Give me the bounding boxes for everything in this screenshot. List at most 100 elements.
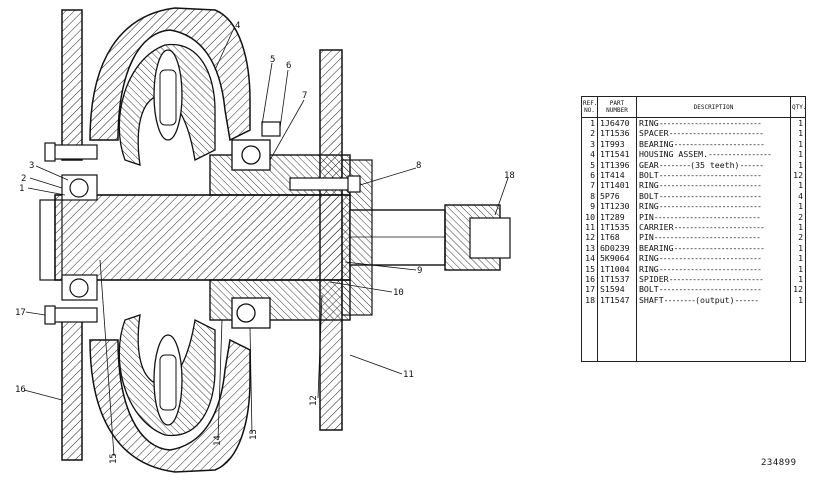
table-cell-qty: 1 [798,138,803,149]
callout-12: 12 [309,395,319,406]
leader-dots: -------- [658,159,691,170]
table-cell-qty: 1 [798,149,803,160]
table-cell-description: HOUSING ASSEM.---------------- [636,149,791,160]
header-description: DESCRIPTION [636,96,791,118]
table-cell-qty: 1 [798,118,803,129]
bolt-lower-left [44,305,98,325]
table-cell-ref: 9 [581,201,598,212]
table-cell-description: PIN--------------------------- [636,211,791,222]
callout-15: 15 [109,453,119,464]
header-ref-no: REF. NO. [581,96,598,118]
leader-dots: -------------------------- [658,263,762,274]
description-text: RING [639,201,659,212]
leader-dots: ------ [734,294,760,305]
table-cell-qty: 1 [798,180,803,191]
table-cell-part-number: 1T1004 [597,263,637,274]
leader-dots: ------------------------ [668,128,764,139]
callout-9: 9 [417,266,422,276]
table-cell-qty: 1 [798,201,803,212]
table-cell-qty: 1 [798,294,803,305]
callout-10: 10 [393,288,404,298]
callout-13: 13 [249,429,259,440]
table-cell-part-number: 5K9064 [597,253,637,264]
table-cell-part-number: 1T414 [597,169,637,181]
table-cell-ref: 17 [581,284,598,295]
table-cell-description: RING-------------------------- [636,117,791,129]
description-text: RING [639,180,659,191]
leader-dots: -------------------------- [658,170,762,181]
table-cell-part-number: 1T1547 [597,294,637,306]
description-note: (output) [695,294,735,305]
description-text: RING [639,253,659,264]
table-cell-qty: 1 [798,128,803,139]
blank-cell [597,305,637,362]
description-note: (35 teeth) [690,159,740,170]
drawing-number: 234899 [761,458,797,468]
table-cell-ref: 15 [581,263,598,274]
table-cell-ref: 6 [581,169,598,181]
table-cell-ref: 10 [581,211,598,222]
blank-cell [581,305,598,362]
table-cell-ref: 11 [581,221,598,233]
table-cell-ref: 14 [581,253,598,264]
callout-4: 4 [235,21,240,31]
table-cell-qty: 1 [798,242,803,253]
header-part-number: PART NUMBER [597,96,637,118]
table-cell-description: BEARING----------------------- [636,242,791,254]
table-cell-part-number: 1T1536 [597,128,637,139]
parts-table-header: REF. NO. PART NUMBER DESCRIPTION QTY. [581,96,806,118]
table-cell-ref: 8 [581,190,598,202]
table-cell-description: SPACER------------------------ [636,128,791,139]
housing-upper [89,7,251,166]
description-text: BOLT [639,170,659,181]
leader-dots: --------------------------- [653,211,761,222]
description-text: SPACER [639,128,669,139]
table-cell-qty: 12 [793,284,803,295]
description-text: PIN [639,232,654,243]
description-text: BOLT [639,190,659,201]
callout-18: 18 [504,171,515,181]
table-blank-space [581,305,806,362]
callout-leaders [23,27,509,457]
bolt-upper-left [44,142,98,162]
table-cell-qty: 2 [798,232,803,243]
table-cell-part-number: 1T1541 [597,149,637,160]
table-cell-ref: 13 [581,242,598,254]
leader-dots: -------------------------- [658,201,762,212]
table-cell-ref: 12 [581,232,598,243]
table-cell-description: RING-------------------------- [636,201,791,212]
table-cell-ref: 18 [581,294,598,306]
callout-3: 3 [29,161,34,171]
callout-1: 1 [19,184,24,194]
leader-dots: ---------------- [708,149,772,160]
callout-17: 17 [15,308,26,318]
table-cell-qty: 1 [798,273,803,284]
bearing-lower [231,297,271,329]
table-cell-description: GEAR--------(35 teeth)------ [636,159,791,170]
description-text: CARRIER [639,222,674,232]
table-cell-ref: 4 [581,149,598,160]
table-cell-qty: 4 [798,190,803,201]
callout-labels: 1 2 3 4 5 6 7 8 9 10 11 12 13 14 15 16 1… [15,21,515,464]
leader-dots: ----------------------- [673,222,765,232]
callout-2: 2 [21,174,26,184]
table-cell-ref: 3 [581,138,598,150]
leader-dots: -------- [663,294,696,305]
table-cell-part-number: 5P76 [597,190,637,202]
bearing-upper [231,139,271,171]
table-cell-description: PIN--------------------------- [636,232,791,243]
table-cell-part-number: 1T993 [597,138,637,150]
table-cell-description: RING-------------------------- [636,253,791,264]
exploded-assembly-drawing: 1 2 3 4 5 6 7 8 9 10 11 12 13 14 15 16 1… [15,7,515,473]
